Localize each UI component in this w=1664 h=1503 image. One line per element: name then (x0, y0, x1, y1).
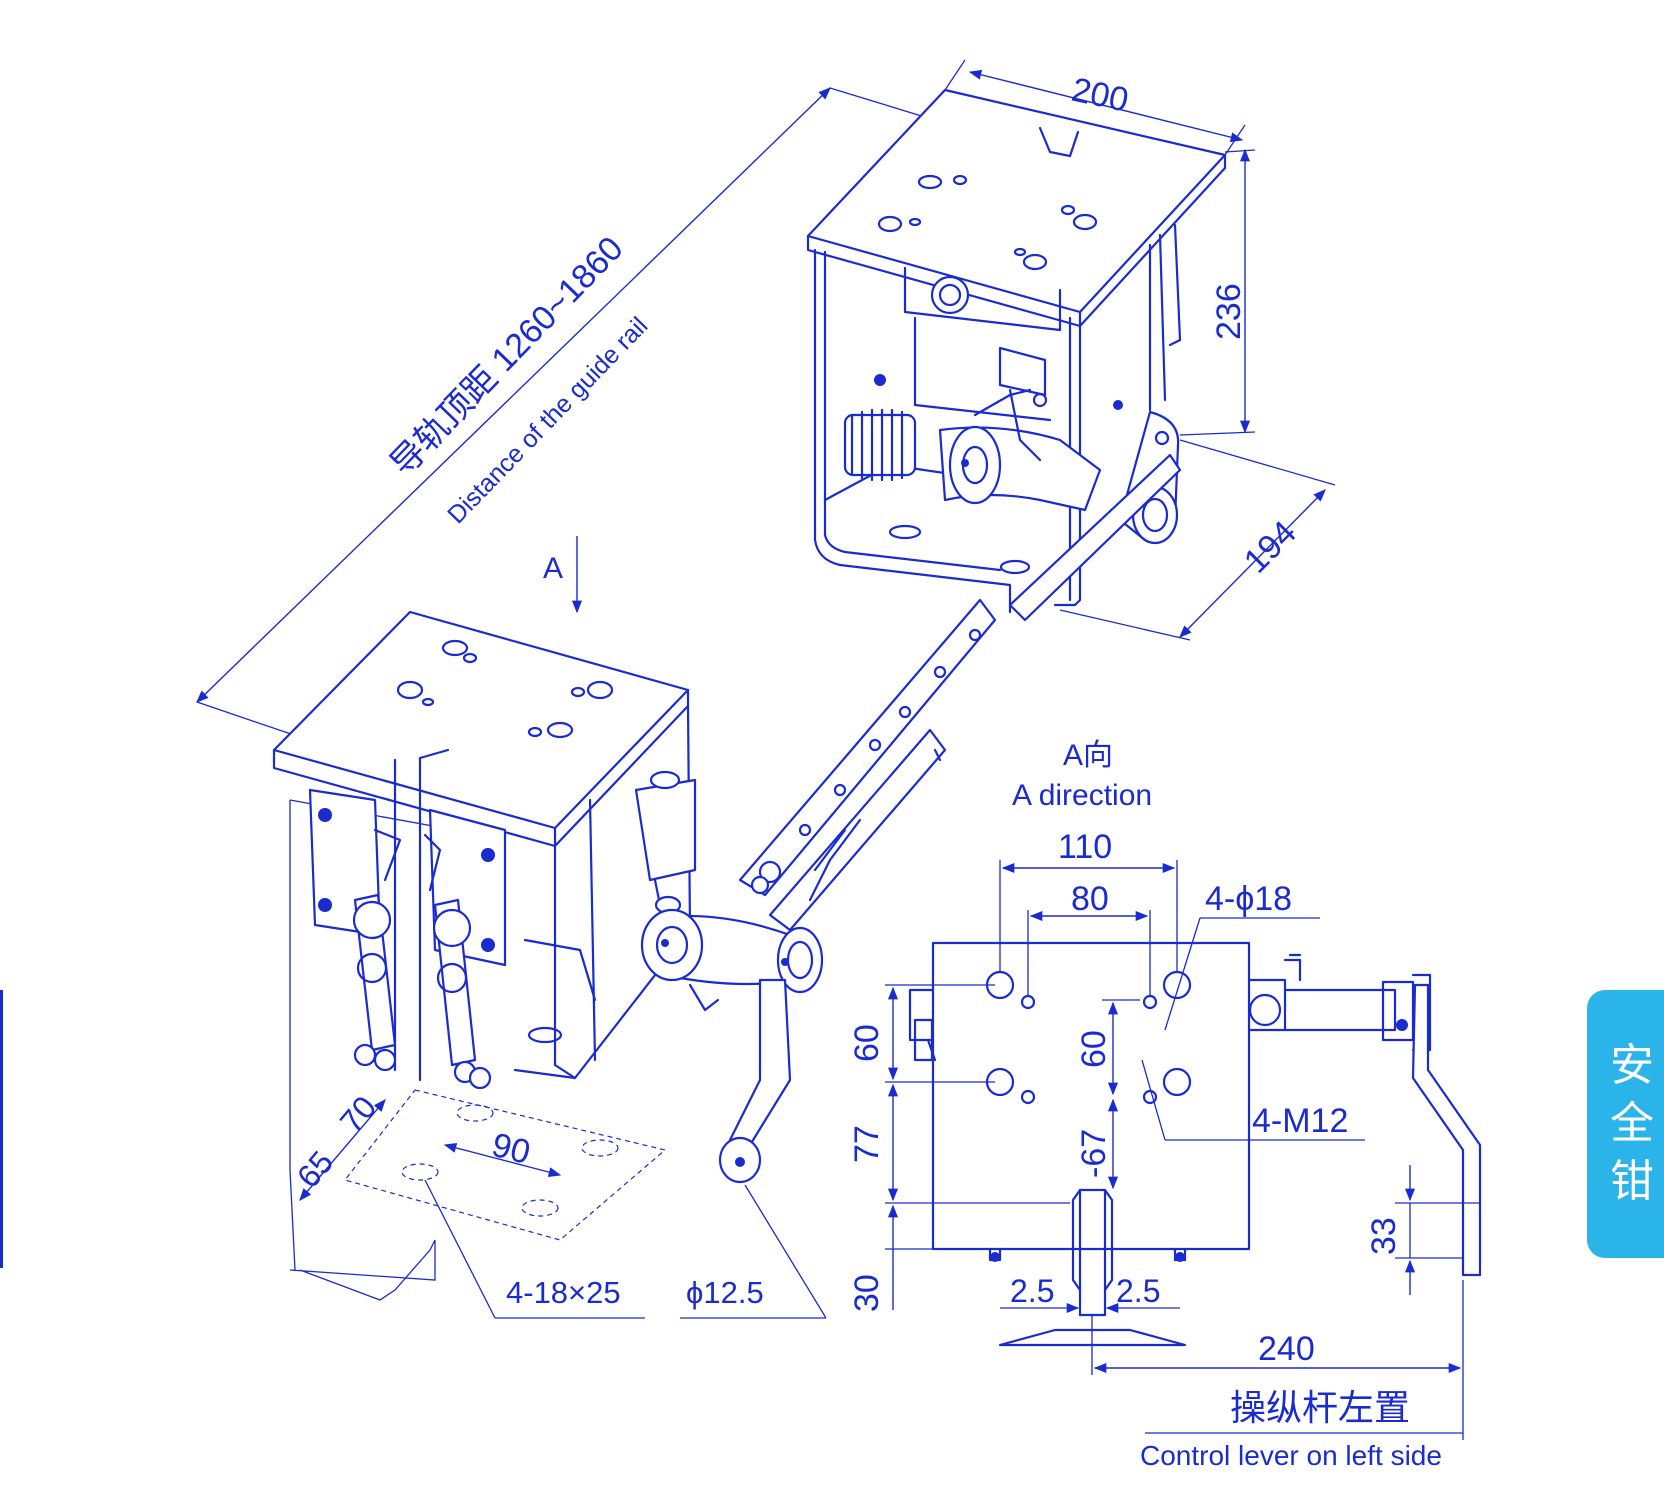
dim-240-label: 240 (1258, 1330, 1315, 1368)
lever-cn-label: 操纵杆左置 (1230, 1387, 1410, 1428)
section-tab: 安全钳 (1587, 990, 1664, 1258)
lower-safety-gear (272, 610, 824, 1271)
dim-30-label: 30 (848, 1274, 886, 1312)
lever-en-label: Control lever on left side (1140, 1440, 1442, 1471)
dim-65-label: 65 (290, 1144, 340, 1194)
dim-67-label: -67 (1075, 1129, 1113, 1178)
section-tab-title: 安全钳 (1610, 1040, 1654, 1207)
spring (843, 408, 917, 482)
pin-callout: ϕ12.5 (680, 1184, 827, 1319)
linkage-rods (738, 598, 997, 932)
dim-90-label: 90 (488, 1126, 534, 1172)
view-marker-label: A (543, 552, 563, 585)
dim-60-left-label: 60 (848, 1024, 886, 1062)
dim-200-label: 200 (1068, 71, 1131, 120)
dim-33-label: 33 (1365, 1217, 1403, 1255)
a-direction-view: A向 A direction (848, 739, 1482, 1471)
view-title-cn: A向 (1063, 739, 1113, 772)
base-plate: 90 70 65 (290, 1089, 667, 1301)
upper-safety-gear (806, 88, 1227, 622)
gap-right-label: 2.5 (1116, 1273, 1160, 1309)
view-arrow-a: A (543, 536, 583, 614)
dim-110-label: 110 (1058, 828, 1112, 866)
distance-en-label: Distance of the guide rail (442, 312, 653, 529)
left-edge-bar (0, 990, 3, 1268)
holes-phi18-label: 4-ϕ18 (1205, 880, 1292, 918)
dim-236-label: 236 (1210, 283, 1248, 340)
dim-194-label: 194 (1237, 514, 1304, 581)
dim-80-label: 80 (1071, 880, 1109, 918)
slot-callout: 4-18×25 (424, 1179, 645, 1319)
view-title-en: A direction (1012, 779, 1152, 812)
gap-left-label: 2.5 (1010, 1273, 1054, 1309)
dim-77-label: 77 (848, 1125, 886, 1163)
dim-70-label: 70 (333, 1089, 383, 1139)
slots-label: 4-18×25 (506, 1275, 621, 1310)
pin-label: ϕ12.5 (686, 1275, 764, 1310)
holes-m12-label: 4-M12 (1252, 1102, 1348, 1140)
dim-60-right-label: 60 (1075, 1030, 1113, 1068)
dimension-236: 236 (1179, 148, 1256, 436)
